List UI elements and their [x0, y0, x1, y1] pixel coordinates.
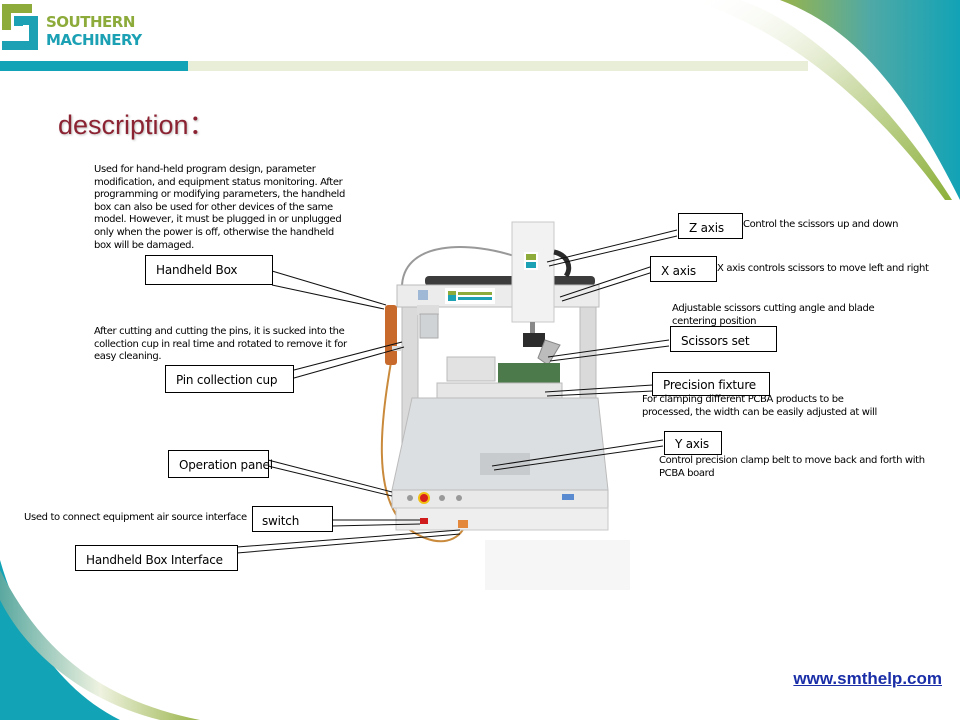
air-source-description: Used to connect equipment air source int… [24, 512, 247, 523]
label-switch: switch [252, 506, 333, 532]
cable-loop [400, 246, 521, 291]
handheld-box-description: Used for hand-held program design, param… [94, 164, 345, 251]
label-precision-fixture: Precision fixture [652, 372, 770, 396]
page-title: description： [58, 110, 216, 140]
label-operation-panel: Operation panel [168, 450, 273, 478]
header-bar-pale [188, 61, 808, 71]
machine-floor-shadow [485, 540, 630, 590]
panel-brand-badge [562, 494, 574, 500]
fixture-upper [446, 356, 496, 382]
brand-name-line1: SOUTHERN [46, 13, 135, 31]
label-z-axis: Z axis [678, 213, 743, 239]
precision-fixture-description: For clamping different PCBA products to … [642, 394, 877, 418]
scissors-set-description: Adjustable scissors cutting angle and bl… [672, 303, 875, 327]
label-x-axis: X axis [650, 256, 717, 282]
spindle [530, 322, 535, 338]
x-axis-description: X axis controls scissors to move left an… [717, 263, 929, 274]
beam-qr [418, 290, 428, 300]
label-y-axis: Y axis [664, 431, 722, 455]
label-pin-collection-cup: Pin collection cup [165, 365, 294, 393]
website-link[interactable]: www.smthelp.com [793, 669, 942, 688]
label-handheld-box: Handheld Box [145, 255, 273, 285]
swoosh-bottom-left-thin [0, 570, 200, 720]
brand-name-line2: MACHINERY [46, 31, 142, 49]
collection-cup-bracket [417, 305, 439, 315]
collection-cup [419, 313, 439, 339]
leader-lines [236, 229, 678, 554]
label-scissors-set: Scissors set [670, 326, 777, 352]
swoosh-bottom-left-band [0, 560, 120, 720]
z-axis-housing [511, 221, 555, 323]
brand-logo: SOUTHERN MACHINERY [2, 4, 142, 54]
z-axis-description: Control the scissors up and down [743, 219, 899, 230]
y-axis-description: Control precision clamp belt to move bac… [659, 455, 925, 479]
header-bar-teal [0, 61, 188, 71]
operation-panel-buttons [407, 492, 462, 504]
swoosh-top-right-band [780, 0, 960, 200]
handheld-interface-port [458, 520, 468, 528]
machine-base-top [391, 397, 609, 491]
power-switch [420, 518, 428, 524]
scissors-motor [523, 333, 545, 347]
pcb-board [498, 363, 560, 385]
label-handheld-box-interface: Handheld Box Interface [75, 545, 238, 571]
machine-base-lower [395, 507, 609, 531]
pin-collection-cup-description: After cutting and cutting the pins, it i… [94, 326, 347, 363]
handheld-box [385, 305, 397, 365]
logo-s-icon [2, 4, 38, 50]
